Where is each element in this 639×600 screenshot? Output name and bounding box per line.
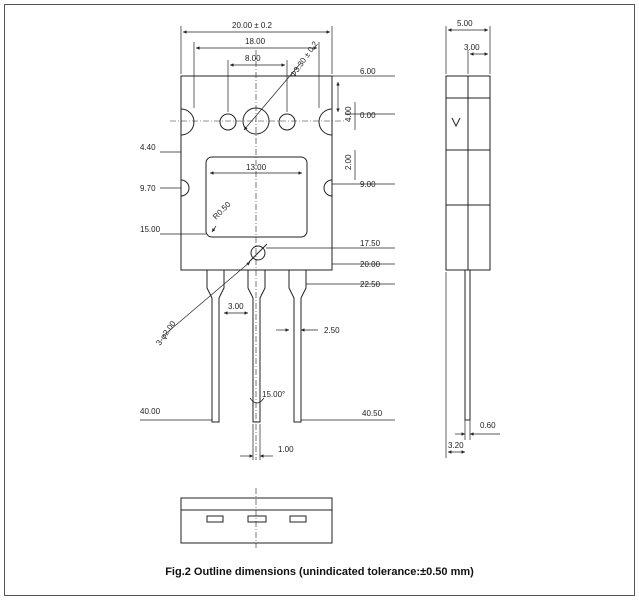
package-body	[180, 75, 333, 271]
bottom-pin-center	[247, 515, 267, 523]
dim-ref-zero: 0.00	[360, 111, 376, 120]
right-side-notch	[323, 179, 333, 197]
dim-pin-holes: 3-φ2.00	[154, 319, 178, 347]
side-dimension-texts: 5.00 3.00 0.60 3.20	[448, 19, 496, 450]
dim-hole-span: 18.00	[245, 37, 266, 46]
dim-lead-start: 22.50	[360, 280, 381, 289]
dim-top-margin: 6.00	[360, 67, 376, 76]
dim-corner-radius: R0.50	[211, 200, 233, 222]
side-view	[445, 75, 491, 421]
dim-notch-level: 9.00	[360, 180, 376, 189]
pin-hole	[250, 245, 266, 261]
small-hole-left	[219, 113, 237, 131]
right-notch	[318, 108, 333, 136]
side-dimension-lines	[445, 26, 500, 458]
dim-lead-width: 1.00	[278, 445, 294, 454]
dim-taper-angle: 15.00°	[262, 390, 285, 399]
bottom-body	[180, 497, 333, 544]
dim-pin-pitch: 3.00	[228, 302, 244, 311]
window	[205, 156, 308, 238]
front-dimension-lines	[140, 26, 395, 460]
dim-mount-hole: Φ3.30 ± 0.2	[288, 39, 320, 79]
dim-thickness: 5.00	[457, 19, 473, 28]
dim-window-width: 13.00	[246, 163, 267, 172]
dim-center-hole-span: 8.00	[245, 54, 261, 63]
dim-overall-width: 20.00 ± 0.2	[232, 21, 273, 30]
dim-pin-spacing: 2.50	[324, 326, 340, 335]
dim-upper-gap: 4.00	[344, 106, 353, 122]
bottom-pin-left	[206, 515, 224, 523]
left-notch	[180, 108, 195, 136]
small-hole-right	[278, 113, 296, 131]
side-lead	[464, 269, 471, 421]
dim-side-notch-bottom: 9.70	[140, 184, 156, 193]
dim-lead-thickness: 0.60	[480, 421, 496, 430]
bottom-pin-right	[289, 515, 307, 523]
left-side-notch	[180, 179, 190, 197]
figure-caption: Fig.2 Outline dimensions (unindicated to…	[165, 566, 474, 578]
dim-mid-gap: 2.00	[344, 154, 353, 170]
dim-body-bottom: 20.00	[360, 260, 381, 269]
dim-lead-end-left: 40.00	[140, 407, 161, 416]
bottom-view	[180, 488, 333, 548]
dim-tab-thickness: 3.00	[464, 43, 480, 52]
figure-frame	[4, 4, 635, 596]
dim-lead-end-right: 40.50	[362, 409, 383, 418]
dim-lead-offset: 3.20	[448, 441, 464, 450]
dim-window-bottom: 15.00	[140, 225, 161, 234]
dim-pin-hole-level: 17.50	[360, 239, 381, 248]
leads	[206, 270, 307, 423]
dim-side-notch-top: 4.40	[140, 143, 156, 152]
front-view	[170, 50, 345, 460]
